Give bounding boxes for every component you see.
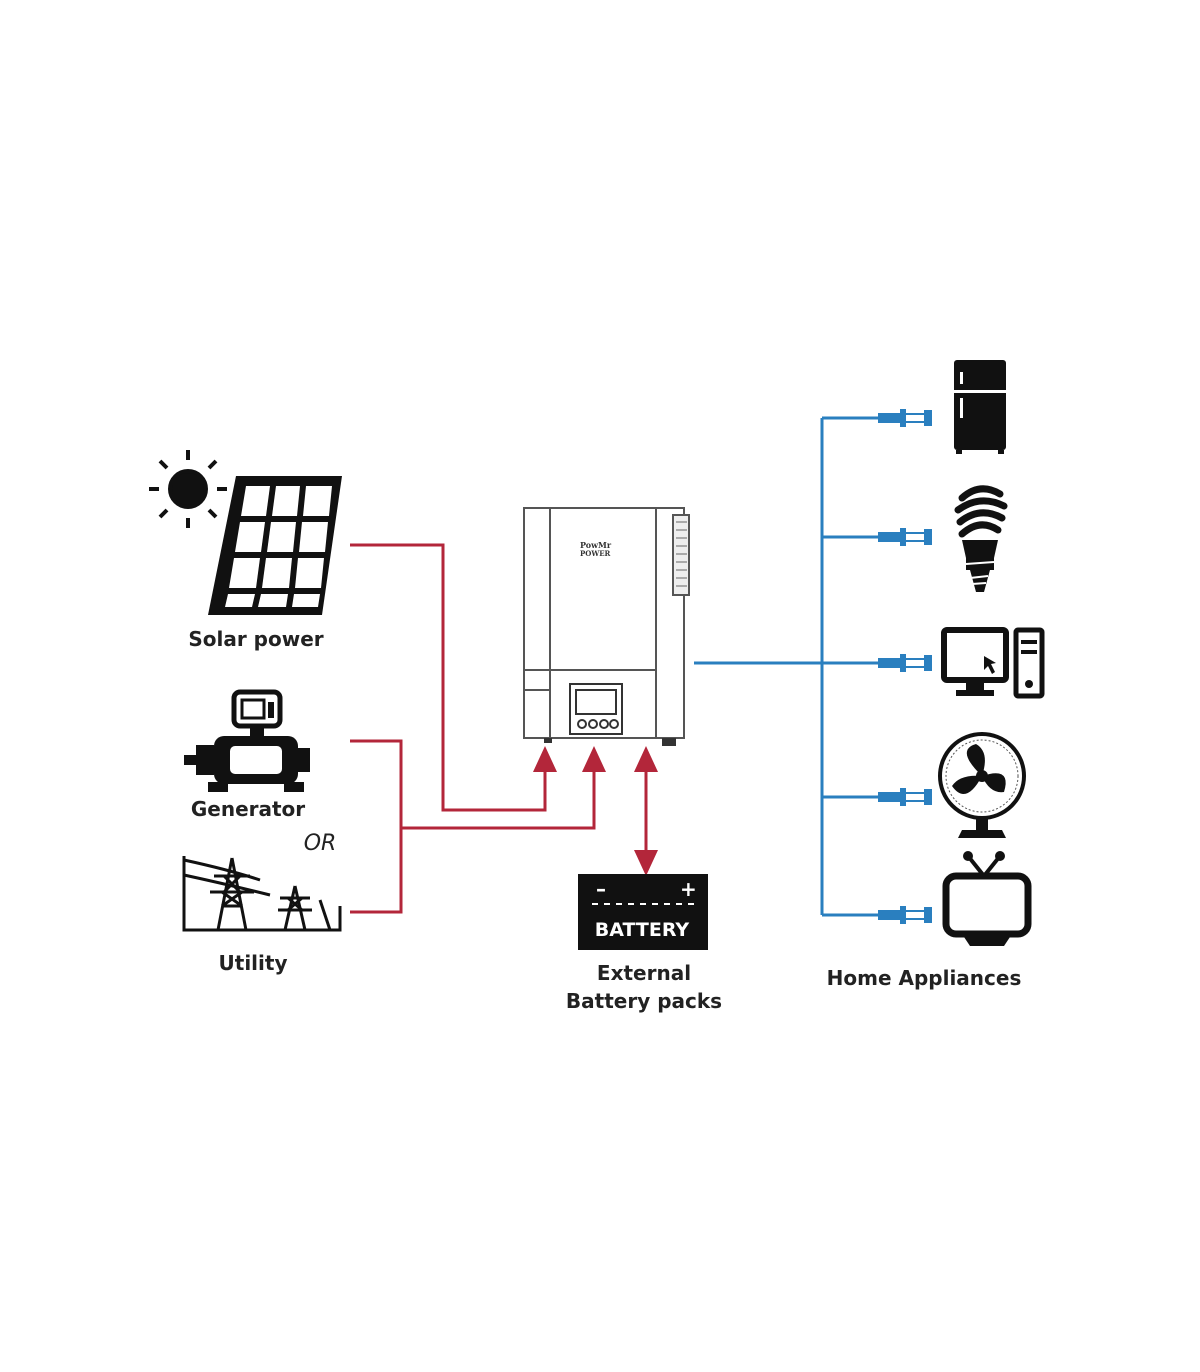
solar-power-label: Solar power [188,627,323,651]
plug-icon [878,654,932,672]
home-appliances-label: Home Appliances [827,966,1022,990]
plug-icon [878,906,932,924]
computer-icon [941,627,1045,699]
plug-icon [878,788,932,806]
battery-down-arrow-icon [634,850,658,876]
inverter-unit [523,507,690,746]
plug-icon [878,528,932,546]
grid-input-line [401,770,596,830]
television-icon [942,851,1032,946]
svg-text:+: + [680,877,697,901]
solar-panel-icon [208,476,342,615]
plug-icons [878,409,932,924]
svg-text:–: – [596,877,606,901]
light-bulb-icon [954,485,1008,592]
battery-packs-label: Battery packs [566,989,722,1013]
inverter-brand-line1: PowMr [580,540,612,550]
grid-arrow-icon [582,746,606,772]
plug-icon [878,409,932,427]
utility-tower-icon [182,856,342,932]
inverter-brand-line2: POWER [580,549,611,558]
battery-label: BATTERY [595,919,690,941]
generator-input-line [350,739,403,914]
battery-icon: – + [578,874,708,950]
generator-label: Generator [191,797,305,821]
solar-input-line [350,543,547,812]
refrigerator-icon [954,360,1006,454]
battery-up-arrow-icon [634,746,658,772]
generator-icon [184,689,310,792]
arrow-heads [533,746,658,876]
solar-arrow-icon [533,746,557,772]
fan-icon [938,732,1026,838]
input-lines [350,543,648,914]
sun-icon [149,450,227,528]
external-label: External [597,961,691,985]
utility-label: Utility [219,951,288,975]
or-label: OR [304,831,337,856]
output-lines [694,416,880,917]
